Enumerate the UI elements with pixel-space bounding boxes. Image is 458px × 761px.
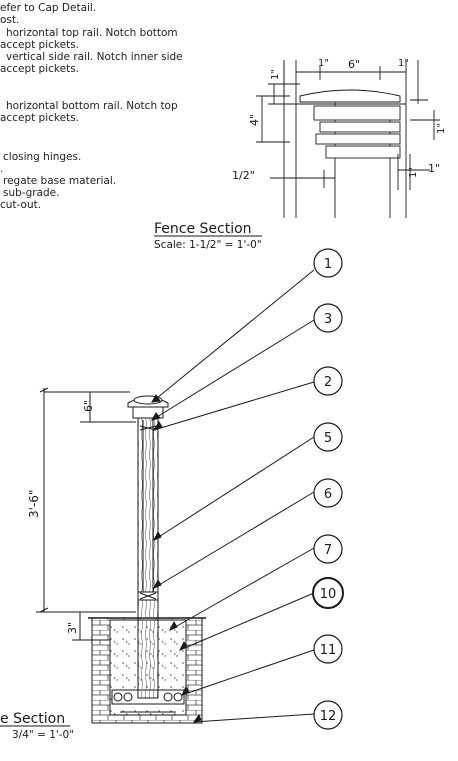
post-section-scale: 3/4" = 1'-0" [12, 729, 74, 741]
callout-bubbles: 1 3 2 5 6 7 10 11 [312, 248, 344, 730]
callout-leaders [150, 269, 315, 723]
fence-section-title: Fence Section [154, 221, 252, 237]
post-dim-cap-6: 6" [82, 400, 95, 412]
post-section-linework [36, 387, 206, 724]
svg-text:1: 1 [324, 257, 332, 272]
note-line: efer to Cap Detail. [0, 2, 97, 14]
svg-text:10: 10 [320, 587, 337, 602]
note-line: accept pickets. [0, 112, 80, 124]
callout-3: 3 [313, 303, 343, 333]
svg-text:2: 2 [324, 375, 332, 390]
fence-dim-top-6: 6" [348, 58, 360, 71]
callout-2: 2 [313, 366, 343, 396]
callout-12: 12 [313, 700, 343, 730]
callout-1: 1 [313, 248, 343, 278]
post-dim-height: 3'-6" [27, 490, 41, 518]
note-line: accept pickets. [0, 39, 80, 51]
note-line: regate base material. [3, 175, 117, 187]
note-line: vertical side rail. Notch inner side [6, 51, 183, 63]
svg-text:6: 6 [324, 487, 332, 502]
fence-section-scale: Scale: 1-1/2" = 1'-0" [154, 239, 262, 251]
fence-dim-side-4: 4" [248, 114, 261, 126]
fence-dim-top-1: 1" [270, 69, 281, 80]
svg-text:11: 11 [320, 643, 337, 658]
fence-dim-top-1b: 1" [318, 58, 329, 69]
note-line: ost. [0, 14, 20, 26]
callout-6: 6 [313, 478, 343, 508]
fence-dim-top-1c: 1" [398, 58, 409, 69]
callout-7: 7 [313, 534, 343, 564]
fence-dim-bottom-half: 1/2" [232, 169, 255, 182]
note-line: cut-out. [0, 199, 42, 211]
fence-dim-side-1: 1" [436, 123, 447, 134]
fence-section-linework [256, 60, 440, 218]
fence-section-detail: 1" 1" 6" 1" 4" 1" 1/2" 1" 1" Fence Secti… [154, 58, 447, 251]
svg-text:7: 7 [324, 543, 332, 558]
fence-dim-bottom-1a: 1" [408, 167, 419, 178]
post-dim-below-3: 3" [66, 622, 79, 634]
post-section-title: e Section [0, 711, 65, 727]
note-line: accept pickets. [0, 63, 80, 75]
callout-5: 5 [313, 422, 343, 452]
note-line: horizontal bottom rail. Notch top [6, 100, 178, 112]
svg-text:3: 3 [324, 312, 332, 327]
post-section-detail: 6" 3'-6" 3" e Section 3/4" = 1'-0" [0, 387, 206, 741]
note-line: horizontal top rail. Notch bottom [6, 27, 178, 39]
callout-11: 11 [313, 634, 343, 664]
note-line: sub-grade. [3, 187, 60, 199]
note-line: . [0, 163, 4, 175]
svg-text:12: 12 [320, 709, 337, 724]
callout-10: 10 [312, 577, 344, 609]
note-line: closing hinges. [3, 151, 82, 163]
fence-dim-bottom-1b: 1" [428, 162, 440, 175]
svg-text:5: 5 [324, 431, 332, 446]
